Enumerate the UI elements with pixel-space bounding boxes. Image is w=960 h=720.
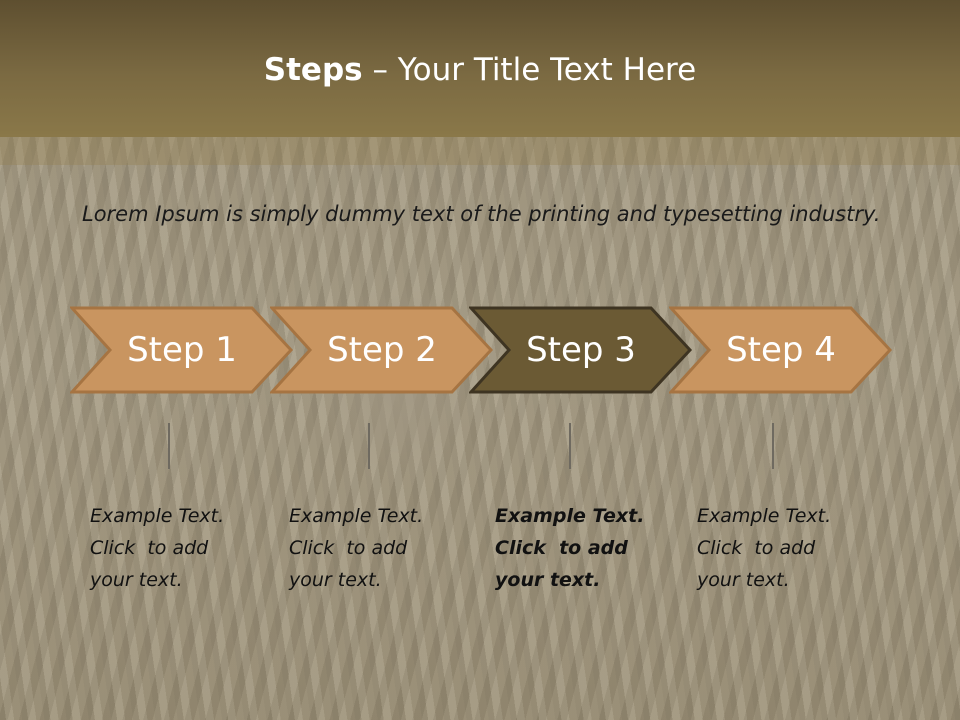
- step-2-connector: [368, 423, 370, 469]
- step-3-text-line-3: your text.: [495, 569, 601, 591]
- step-2-label: Step 2: [327, 330, 437, 370]
- step-3-label: Step 3: [526, 330, 636, 370]
- chevron-shape: [70, 306, 294, 394]
- step-4-label: Step 4: [726, 330, 836, 370]
- title-bar: [0, 0, 960, 137]
- step-4-text-line-3: your text.: [697, 569, 790, 591]
- slide-title-bold: Steps: [263, 52, 363, 88]
- step-1-chevron[interactable]: Step 1: [70, 306, 294, 394]
- title-bar-shadow: [0, 137, 960, 165]
- intro-text[interactable]: Lorem Ipsum is simply dummy text of the …: [82, 202, 881, 226]
- step-1-text-line-3: your text.: [90, 569, 183, 591]
- step-2-text-line-1: Example Text.: [289, 505, 424, 527]
- step-1-text-line-1: Example Text.: [90, 505, 225, 527]
- step-3-text[interactable]: Example Text. Click to add your text.: [495, 500, 665, 596]
- step-1-connector: [168, 423, 170, 469]
- slide-title-rest: – Your Title Text Here: [362, 52, 697, 88]
- step-4-text[interactable]: Example Text. Click to add your text.: [697, 500, 867, 596]
- step-3-text-line-1: Example Text.: [495, 505, 645, 527]
- step-3-connector: [569, 423, 571, 469]
- step-4-text-line-1: Example Text.: [697, 505, 832, 527]
- chevron-shape: [669, 306, 893, 394]
- chevron-shape: [270, 306, 494, 394]
- step-2-chevron[interactable]: Step 2: [270, 306, 494, 394]
- step-4-connector: [772, 423, 774, 469]
- step-2-text[interactable]: Example Text. Click to add your text.: [289, 500, 459, 596]
- slide-title[interactable]: Steps – Your Title Text Here: [0, 52, 960, 88]
- step-1-label: Step 1: [127, 330, 237, 370]
- chevron-shape: [469, 306, 693, 394]
- step-1-text[interactable]: Example Text. Click to add your text.: [90, 500, 260, 596]
- step-3-text-line-2: Click to add: [495, 537, 628, 559]
- step-4-chevron[interactable]: Step 4: [669, 306, 893, 394]
- step-2-text-line-3: your text.: [289, 569, 382, 591]
- step-4-text-line-2: Click to add: [697, 537, 816, 559]
- step-1-text-line-2: Click to add: [90, 537, 209, 559]
- step-2-text-line-2: Click to add: [289, 537, 408, 559]
- step-3-chevron[interactable]: Step 3: [469, 306, 693, 394]
